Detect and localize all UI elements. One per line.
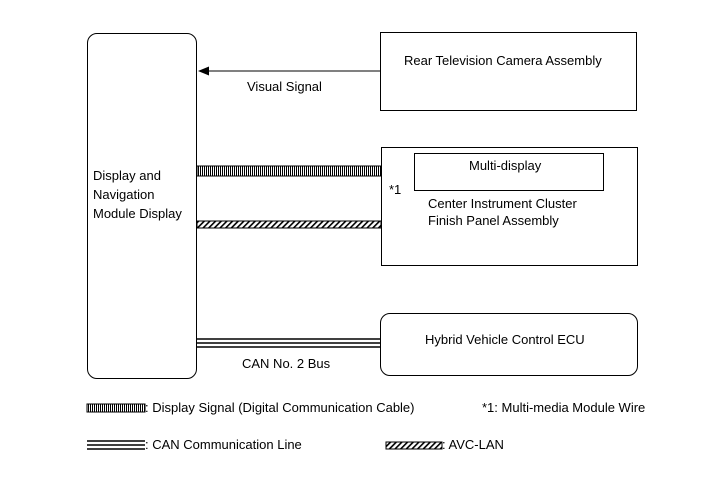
avc-lan-line: [196, 220, 382, 229]
visual-signal-line: [198, 66, 380, 76]
rear-camera-label: Rear Television Camera Assembly: [404, 53, 602, 68]
can-bus-line: [197, 338, 381, 348]
hybrid-ecu-box: [380, 313, 638, 376]
multimedia-wire-marker: *1: [389, 182, 402, 197]
legend-avc-lan-symbol: [385, 441, 443, 450]
legend-can-symbol: [87, 440, 145, 450]
hybrid-ecu-label: Hybrid Vehicle Control ECU: [425, 332, 585, 347]
legend-avc-lan-text: : AVC-LAN: [442, 437, 504, 452]
center-cluster-label: Center Instrument Cluster Finish Panel A…: [428, 196, 577, 228]
display-navigation-module-label: Display and Navigation Module Display: [93, 168, 182, 221]
rear-camera-box: [380, 32, 637, 111]
legend-display-signal-text: : Display Signal (Digital Communication …: [145, 400, 415, 415]
legend-can-text: : CAN Communication Line: [145, 437, 302, 452]
can-bus-label: CAN No. 2 Bus: [242, 356, 331, 371]
visual-signal-label: Visual Signal: [247, 79, 322, 94]
legend-multimedia-wire-text: *1: Multi-media Module Wire: [482, 400, 646, 415]
multi-display-box: [414, 153, 604, 191]
legend-display-signal-symbol: [86, 403, 146, 413]
display-navigation-module-box: [87, 33, 197, 379]
multi-display-label: Multi-display: [469, 158, 542, 173]
